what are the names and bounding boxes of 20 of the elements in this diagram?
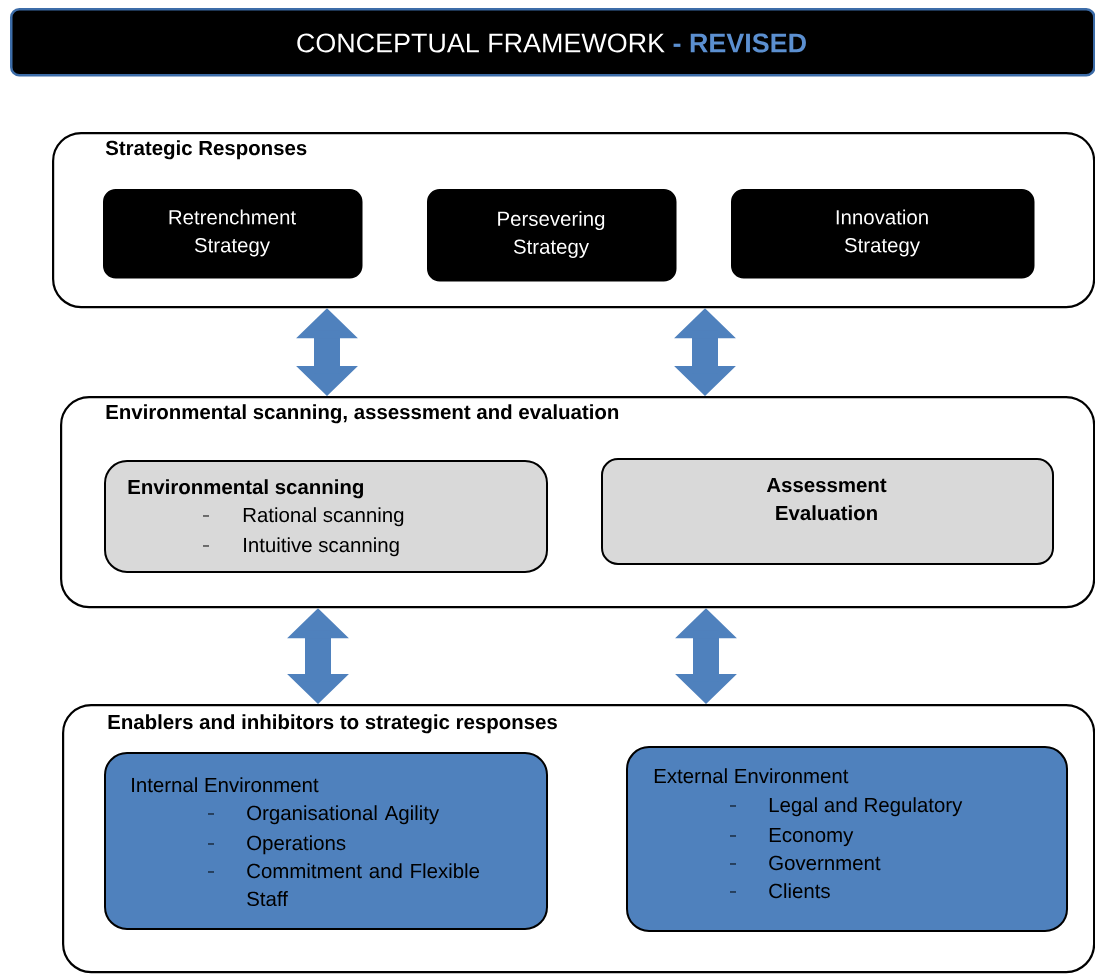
strategy-box: Retrenchment Strategy: [103, 189, 363, 279]
list-item: Organisational Agility: [247, 805, 440, 825]
strategy-box: Persevering Strategy: [427, 189, 677, 282]
list-item: Operations: [247, 835, 346, 855]
box-heading: Environmental scanning: [128, 479, 363, 499]
box-heading: Internal Environment: [132, 777, 319, 793]
box-heading: External Environment: [654, 768, 849, 784]
list-item: Intuitive scanning: [244, 537, 399, 557]
list-item: Clients: [769, 883, 830, 899]
title-banner: CONCEPTUAL FRAMEWORK - REVISED: [10, 8, 1095, 77]
list-item: Economy: [769, 827, 854, 847]
list-item: Rational scanning: [243, 507, 404, 527]
strategy-box: Innovation Strategy: [731, 189, 1035, 279]
list-item: Government: [769, 855, 881, 871]
panel-heading: Strategic Responses: [105, 140, 307, 160]
panel-heading: Environmental scanning, assessment and evaluation: [106, 404, 619, 424]
panel-heading: Enablers and inhibitors to strategic responses: [108, 714, 557, 734]
list-item: Legal and Regulatory: [769, 797, 963, 817]
list-item: Commitment and Flexible Staff: [247, 863, 480, 907]
process-box: Assessment Evaluation: [601, 458, 1054, 565]
